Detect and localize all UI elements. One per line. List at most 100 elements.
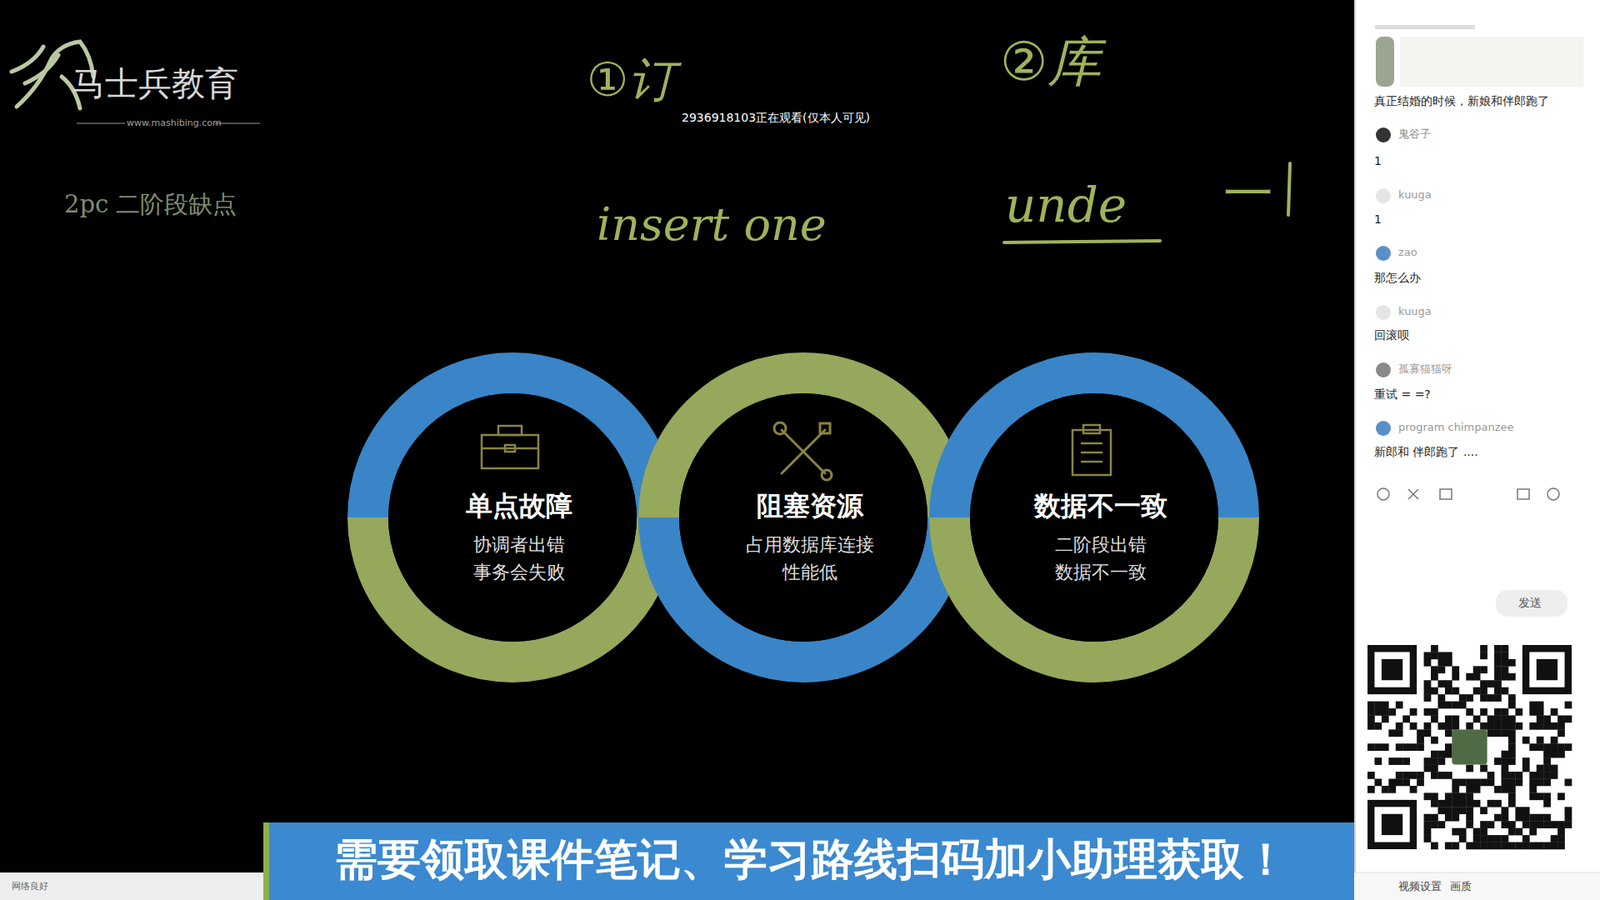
qr-module xyxy=(1543,820,1551,829)
qr-module xyxy=(1437,659,1445,667)
qr-module xyxy=(1501,771,1510,780)
qr-module xyxy=(1445,659,1453,667)
qr-module xyxy=(1451,792,1460,800)
chat-avatar-image xyxy=(1375,36,1395,87)
qr-module xyxy=(1410,771,1418,780)
qr-module xyxy=(1508,800,1516,808)
qr-module xyxy=(1557,828,1565,836)
qr-module xyxy=(1501,715,1510,723)
qr-module xyxy=(1501,814,1510,822)
logo-rule xyxy=(215,123,260,125)
qr-module xyxy=(1437,694,1445,702)
qr-module xyxy=(1494,645,1502,653)
qr-module xyxy=(1543,800,1551,808)
qr-module xyxy=(1536,715,1545,723)
qr-module xyxy=(1522,814,1530,822)
qr-module xyxy=(1430,736,1439,745)
qr-module xyxy=(1550,708,1559,716)
panel-tab xyxy=(1375,25,1475,30)
qr-module xyxy=(1494,800,1502,808)
qr-module xyxy=(1557,835,1565,843)
qr-module xyxy=(1367,722,1375,730)
qr-ground xyxy=(1367,645,1572,850)
qr-module xyxy=(1550,835,1559,843)
qr-module xyxy=(1465,820,1474,829)
scissors-icon xyxy=(1408,489,1419,500)
qr-module xyxy=(1395,771,1404,780)
qr-module xyxy=(1529,820,1537,829)
qr-module xyxy=(1437,800,1445,808)
qr-module xyxy=(1459,800,1467,808)
qr-module xyxy=(1508,771,1516,780)
qr-module xyxy=(1529,771,1537,780)
chat-user: program chimpanzee xyxy=(1398,420,1515,435)
qr-module xyxy=(1543,743,1551,751)
qr-module xyxy=(1437,651,1445,660)
ring-core xyxy=(970,393,1219,642)
qr-module xyxy=(1451,779,1460,787)
qr-module xyxy=(1424,828,1432,836)
qr-module xyxy=(1515,779,1523,787)
qr-module xyxy=(1529,842,1537,850)
qr-module xyxy=(1381,715,1390,723)
qr-module xyxy=(1451,722,1460,730)
qr-module xyxy=(1424,757,1432,765)
qr-finder xyxy=(1522,645,1572,695)
network-status: 网络良好 xyxy=(11,880,49,892)
qr-module xyxy=(1465,694,1474,702)
qr-module xyxy=(1557,750,1565,759)
qr-module xyxy=(1494,729,1502,737)
qr-module xyxy=(1522,806,1530,815)
qr-module xyxy=(1501,765,1510,773)
chat-message: 真正结婚的时候，新娘和伴郎跑了 xyxy=(1374,94,1550,109)
qr-module xyxy=(1459,779,1467,787)
qr-module xyxy=(1565,743,1573,751)
qr-module xyxy=(1480,835,1488,843)
qr-finder xyxy=(1367,645,1417,695)
qr-module xyxy=(1437,722,1445,730)
chat-user: kuuga xyxy=(1398,188,1432,202)
qr-logo xyxy=(1451,729,1487,765)
handwriting: unde xyxy=(1005,176,1127,235)
qr-module xyxy=(1494,665,1502,674)
handwriting: ①订 xyxy=(586,51,675,108)
icon-part xyxy=(820,423,830,434)
qr-module xyxy=(1480,806,1488,815)
qr-finder xyxy=(1381,659,1403,680)
qr-module xyxy=(1445,715,1453,723)
node-body: 占用数据库连接 性能低 xyxy=(736,530,884,586)
qr-module xyxy=(1508,785,1516,794)
qr-module xyxy=(1480,645,1488,653)
qr-module xyxy=(1543,771,1551,780)
qr-module xyxy=(1529,814,1537,822)
icon-part xyxy=(1072,430,1111,475)
chat-message: 1 xyxy=(1374,154,1382,169)
qr-module xyxy=(1515,708,1523,716)
chat-message: 回滚呗 xyxy=(1374,328,1410,343)
qr-module xyxy=(1529,792,1537,800)
qr-module xyxy=(1487,800,1495,808)
qr-module xyxy=(1494,842,1502,850)
logo-stroke xyxy=(11,46,44,72)
qr-module xyxy=(1536,820,1545,829)
qr-module xyxy=(1416,743,1425,751)
qr-finder xyxy=(1381,814,1403,835)
qr-module xyxy=(1424,765,1432,773)
icon-part xyxy=(481,447,539,450)
qr-module xyxy=(1508,722,1516,730)
ring-chain xyxy=(368,372,1240,662)
qr-module xyxy=(1494,785,1502,794)
qr-module xyxy=(1465,842,1474,850)
qr-module xyxy=(1473,800,1481,808)
qr-module xyxy=(1430,665,1439,674)
qr-module xyxy=(1395,701,1404,710)
qr-module xyxy=(1550,722,1559,730)
qr-module xyxy=(1473,842,1481,850)
qr-module xyxy=(1565,806,1573,815)
qr-module xyxy=(1410,785,1418,794)
qr-module xyxy=(1536,814,1545,822)
qr-module xyxy=(1501,645,1510,653)
qr-module xyxy=(1487,680,1495,688)
qr-module xyxy=(1529,701,1537,710)
